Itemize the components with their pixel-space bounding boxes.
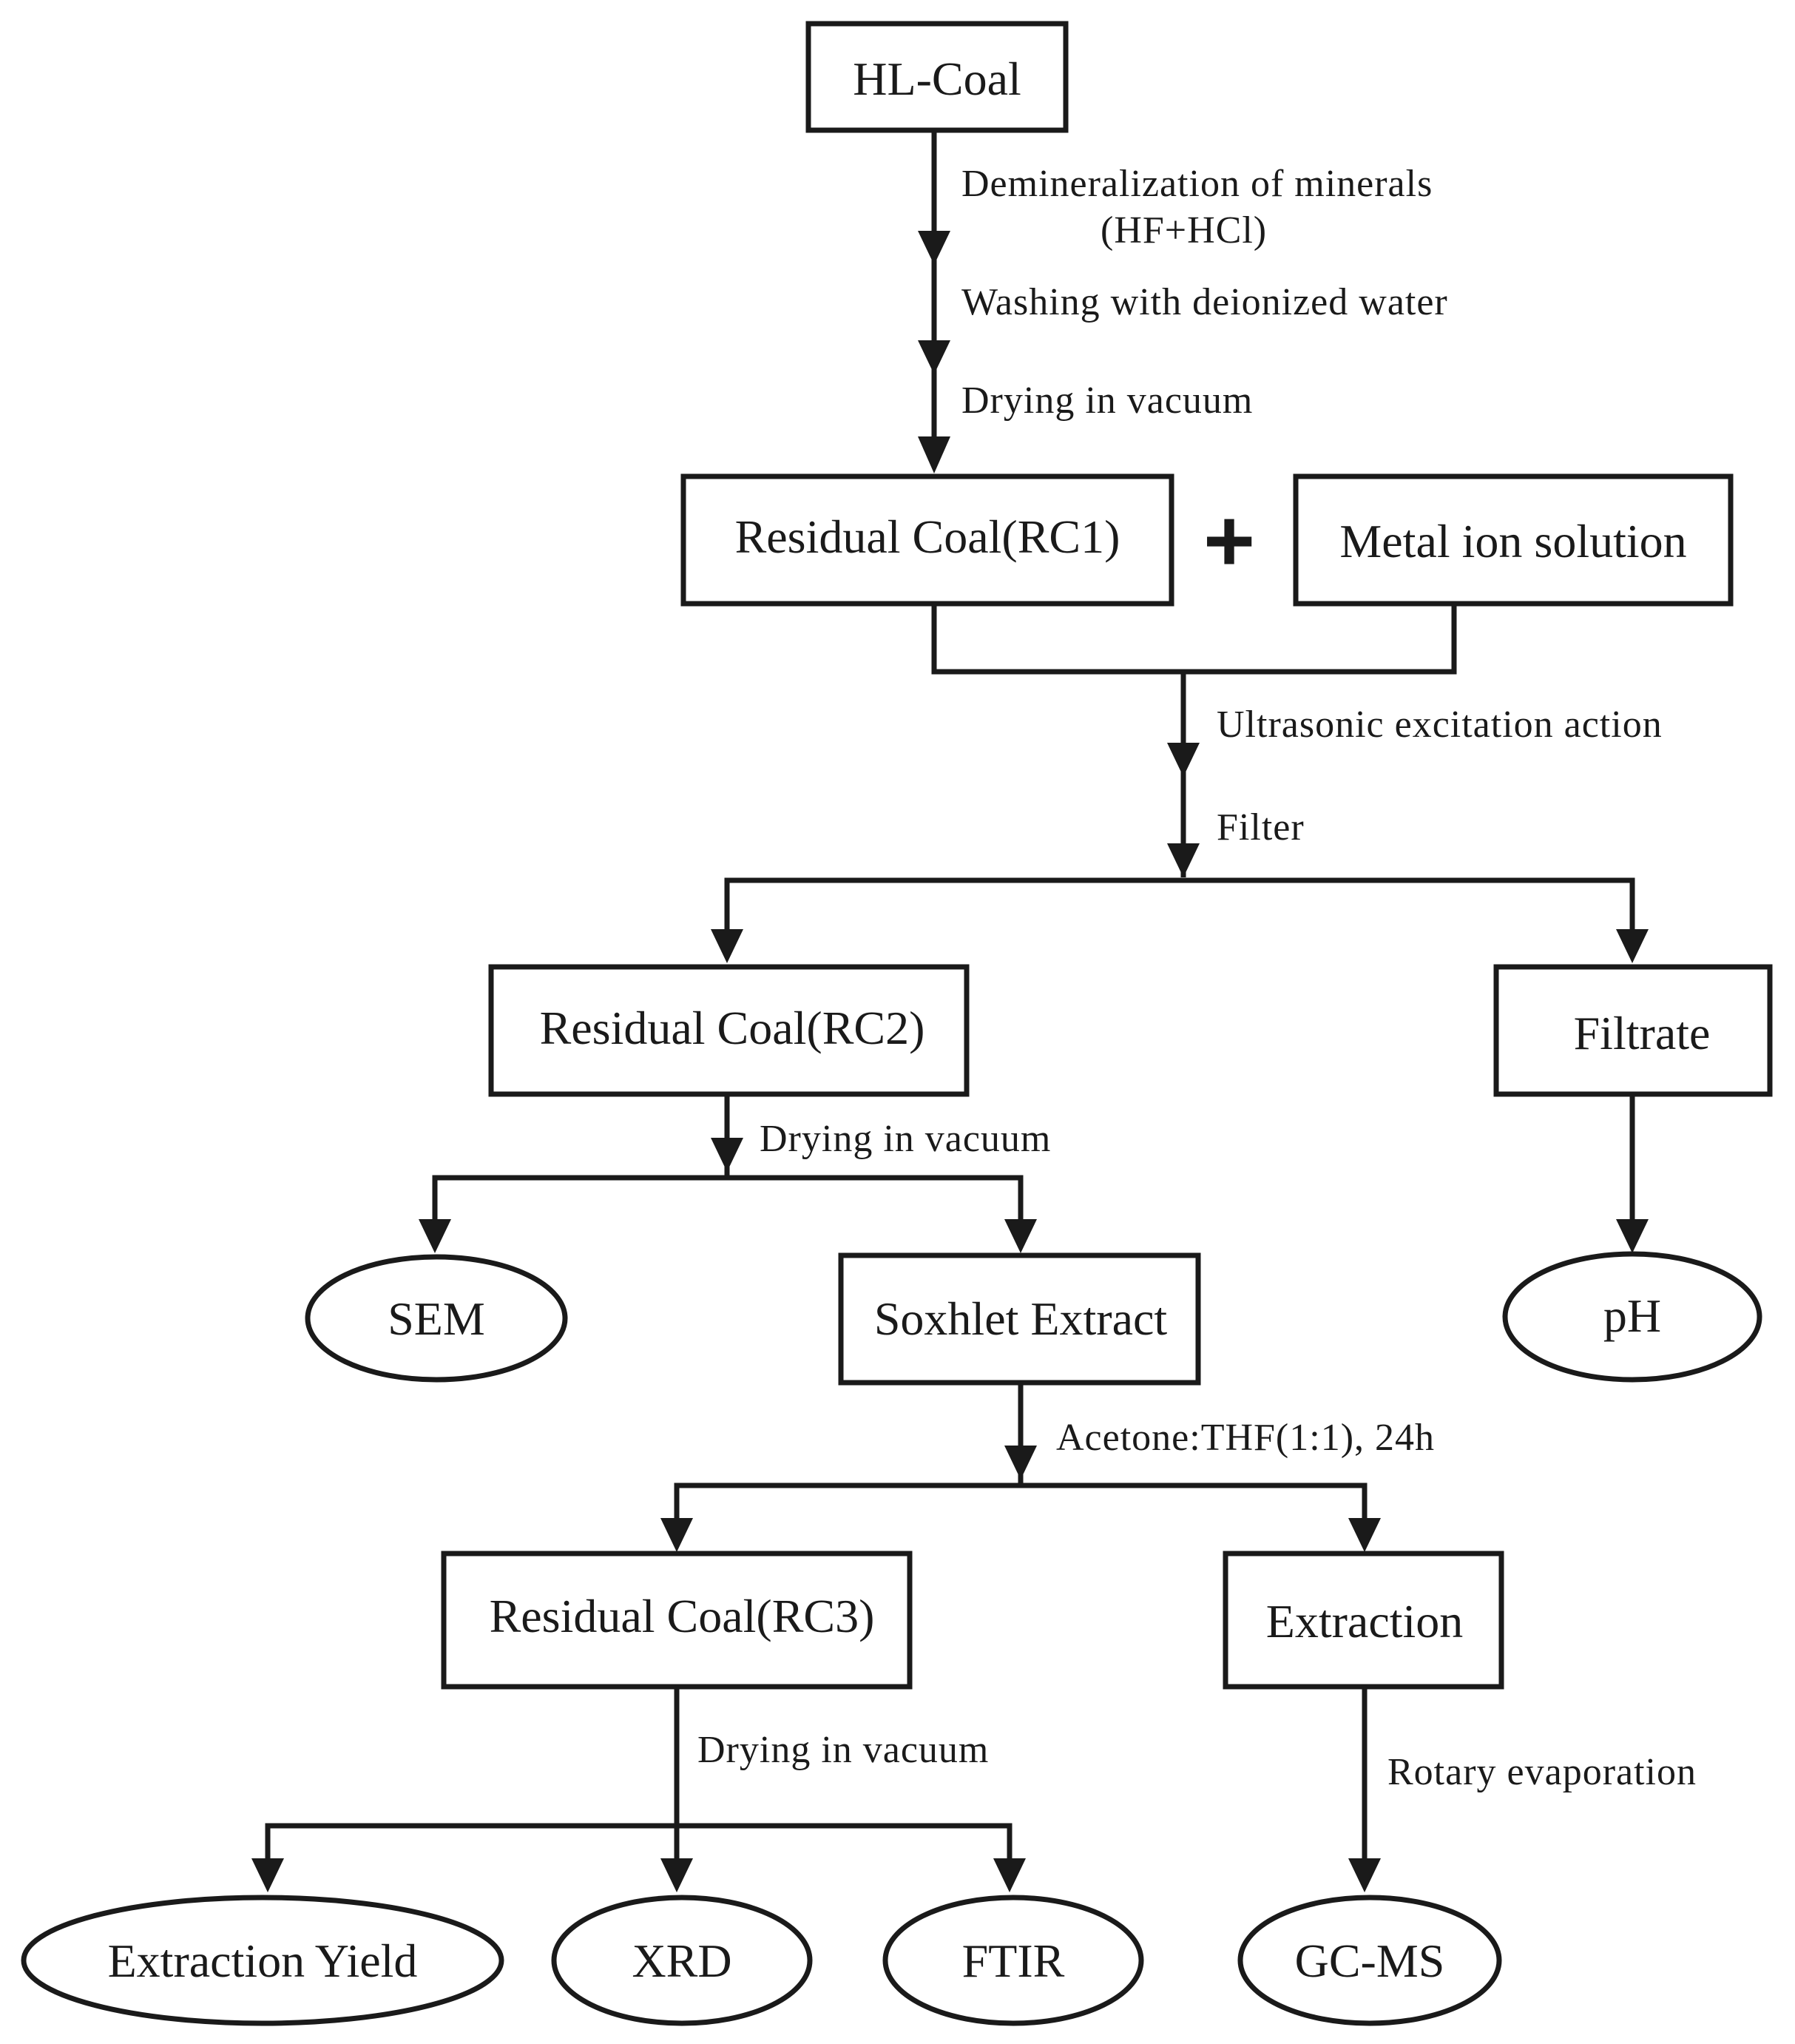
connector-merge [931, 603, 1457, 675]
node-soxhlet-extract: Soxhlet Extract [838, 1252, 1201, 1386]
node-sem-label: SEM [388, 1292, 485, 1345]
arrowhead [1348, 1858, 1381, 1892]
arrowhead [993, 1858, 1026, 1892]
connector-soxhlet-split [674, 1483, 1368, 1524]
arrowhead [711, 1138, 743, 1172]
step-filter: Filter [1217, 806, 1305, 849]
node-gc-ms: GC-MS [1237, 1895, 1502, 2026]
arrowhead [419, 1219, 451, 1253]
step-drying-1: Drying in vacuum [961, 380, 1253, 422]
step-ultrasonic: Ultrasonic excitation action [1217, 704, 1663, 746]
node-sem: SEM [305, 1254, 568, 1383]
node-ph-label: pH [1603, 1289, 1661, 1342]
node-ftir: FTIR [882, 1895, 1144, 2026]
node-rc1-label: Residual Coal(RC1) [735, 510, 1120, 563]
node-filtrate: Filtrate [1493, 964, 1773, 1097]
arrowhead [918, 231, 950, 265]
node-extraction-yield-label: Extraction Yield [108, 1935, 418, 1987]
node-rc2: Residual Coal(RC2) [488, 964, 970, 1097]
plus-sign: + [1203, 491, 1255, 590]
node-filtrate-label: Filtrate [1574, 1007, 1711, 1059]
arrowhead [918, 436, 950, 473]
node-extraction: Extraction [1223, 1551, 1504, 1690]
node-extraction-yield: Extraction Yield [21, 1895, 504, 2026]
connector-rc3-split [265, 1823, 1013, 1864]
arrowhead [1167, 743, 1200, 777]
node-hl-coal-label: HL-Coal [853, 53, 1021, 105]
node-extraction-label: Extraction [1266, 1595, 1464, 1647]
arrowhead [1348, 1518, 1381, 1552]
arrowhead [660, 1518, 693, 1552]
step-washing: Washing with deionized water [961, 281, 1448, 323]
arrowhead [1004, 1446, 1037, 1480]
step-drying-3: Drying in vacuum [697, 1729, 989, 1771]
step-demineralization-line2: (HF+HCl) [1101, 209, 1267, 252]
arrowhead [1167, 843, 1200, 877]
arrowhead [711, 929, 743, 963]
step-rotary-evaporation: Rotary evaporation [1387, 1751, 1697, 1793]
node-rc3: Residual Coal(RC3) [441, 1551, 913, 1690]
arrowhead [1616, 1219, 1649, 1253]
node-rc3-label: Residual Coal(RC3) [490, 1590, 875, 1642]
arrowhead [660, 1858, 693, 1892]
node-gc-ms-label: GC-MS [1295, 1935, 1445, 1987]
node-rc1: Residual Coal(RC1) [680, 473, 1174, 607]
connector-filter-split [724, 877, 1635, 940]
step-acetone-thf: Acetone:THF(1:1), 24h [1056, 1417, 1435, 1459]
node-ph: pH [1502, 1251, 1762, 1383]
node-ftir-label: FTIR [962, 1935, 1065, 1987]
node-hl-coal: HL-Coal [805, 21, 1069, 133]
node-metal-ion-solution: Metal ion solution [1293, 473, 1734, 607]
step-demineralization-line1: Demineralization of minerals [961, 163, 1433, 205]
node-soxhlet-extract-label: Soxhlet Extract [874, 1292, 1168, 1345]
connector-rc2-split [432, 1175, 1024, 1228]
node-rc2-label: Residual Coal(RC2) [540, 1002, 925, 1054]
node-xrd: XRD [551, 1895, 813, 2026]
arrowhead [918, 340, 950, 374]
node-metal-ion-solution-label: Metal ion solution [1339, 515, 1686, 567]
node-xrd-label: XRD [632, 1935, 731, 1987]
arrowhead [251, 1858, 284, 1892]
arrowhead [1004, 1219, 1037, 1253]
step-drying-2: Drying in vacuum [760, 1118, 1051, 1160]
arrowhead [1616, 929, 1649, 963]
